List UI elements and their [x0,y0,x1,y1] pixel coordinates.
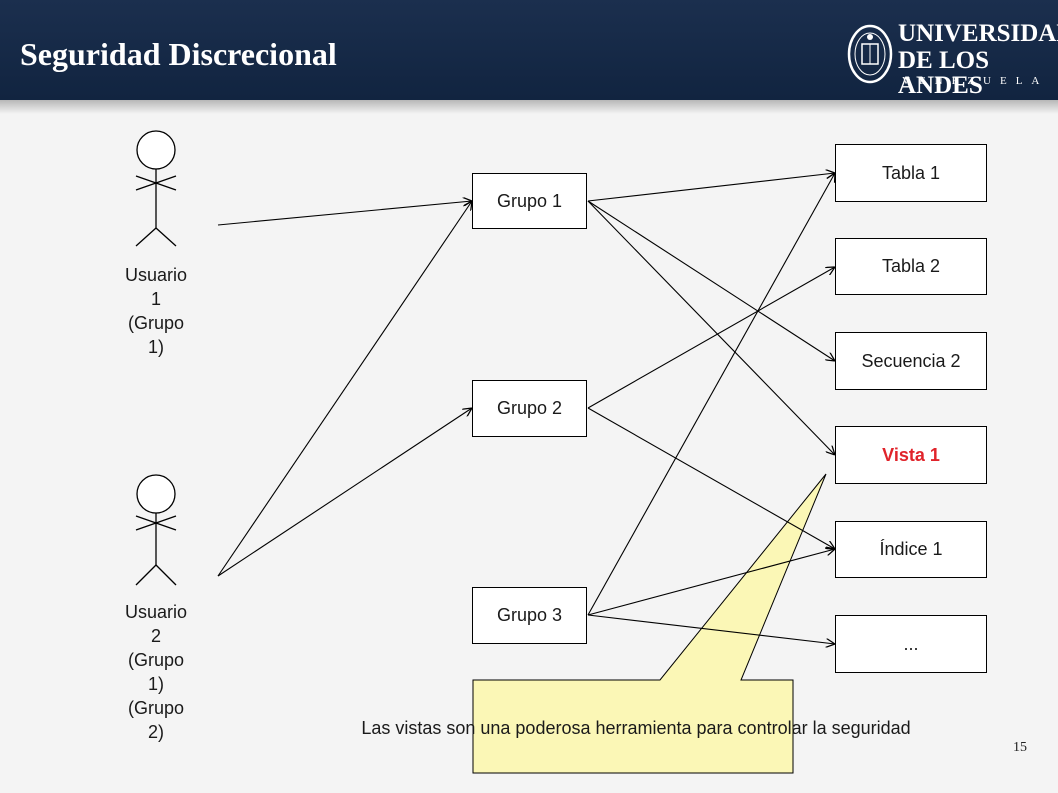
user-1-label-line: (Grupo [127,313,185,333]
user-2-label-line: 2 [150,626,161,646]
user-2-label-line: 2) [147,722,164,742]
user-1-label-line: 1) [147,337,164,357]
slide-header [0,0,1058,100]
sequence-2-box: Secuencia 2 [835,332,987,390]
more-objects-box: ... [835,615,987,673]
slide-title: Seguridad Discrecional [20,36,337,72]
user-1-label-line: 1 [150,289,161,309]
university-seal-icon [847,24,893,84]
page-number: 15 [1013,740,1027,755]
logo-line-2: DE LOS ANDES [898,47,990,99]
arrow-grupo3-to-indice1 [587,549,835,616]
arrow-usuario2-to-grupo2 [217,408,472,577]
user-1-label-line: Usuario [124,265,188,285]
connection-arrows [217,173,835,644]
user-2-stick-figure-icon [135,474,177,586]
arrow-grupo2-to-indice1 [587,407,835,549]
user-2-label-line: 1) [147,674,164,694]
arrow-grupo2-to-tabla2 [587,267,835,409]
arrow-usuario2-to-grupo1 [217,201,472,577]
user-1-label: Usuario 1 (Grupo 1) [116,263,196,359]
table-2-box: Tabla 2 [835,238,987,295]
arrow-grupo1-to-vista1 [587,200,835,455]
logo-line-1: UNIVERSIDAD [898,20,1058,47]
view-1-box: Vista 1 [835,426,987,484]
header-shadow [0,100,1058,114]
group-3-box: Grupo 3 [472,587,587,644]
user-2-label-line: (Grupo [127,650,185,670]
group-1-box: Grupo 1 [472,173,587,229]
user-1-stick-figure-icon [135,130,177,247]
group-2-box: Grupo 2 [472,380,587,437]
arrow-grupo1-to-tabla1 [587,173,835,202]
logo-line-3: VENEZUELA [902,75,1049,87]
arrow-grupo3-to-more [587,614,835,644]
arrow-usuario1-to-grupo1 [217,201,472,226]
arrow-grupo1-to-secuencia2 [587,200,835,361]
user-2-label-line: Usuario [124,602,188,622]
arrow-grupo3-to-tabla1 [587,173,835,616]
university-logo: UNIVERSIDAD DE LOS ANDES VENEZUELA [846,18,1058,98]
user-2-label-line: (Grupo [127,698,185,718]
user-2-label: Usuario 2 (Grupo 1) (Grupo 2) [116,600,196,744]
callout-bubble [472,473,827,774]
callout-text: Las vistas son una poderosa herramienta … [361,718,911,738]
table-1-box: Tabla 1 [835,144,987,202]
index-1-box: Índice 1 [835,521,987,578]
